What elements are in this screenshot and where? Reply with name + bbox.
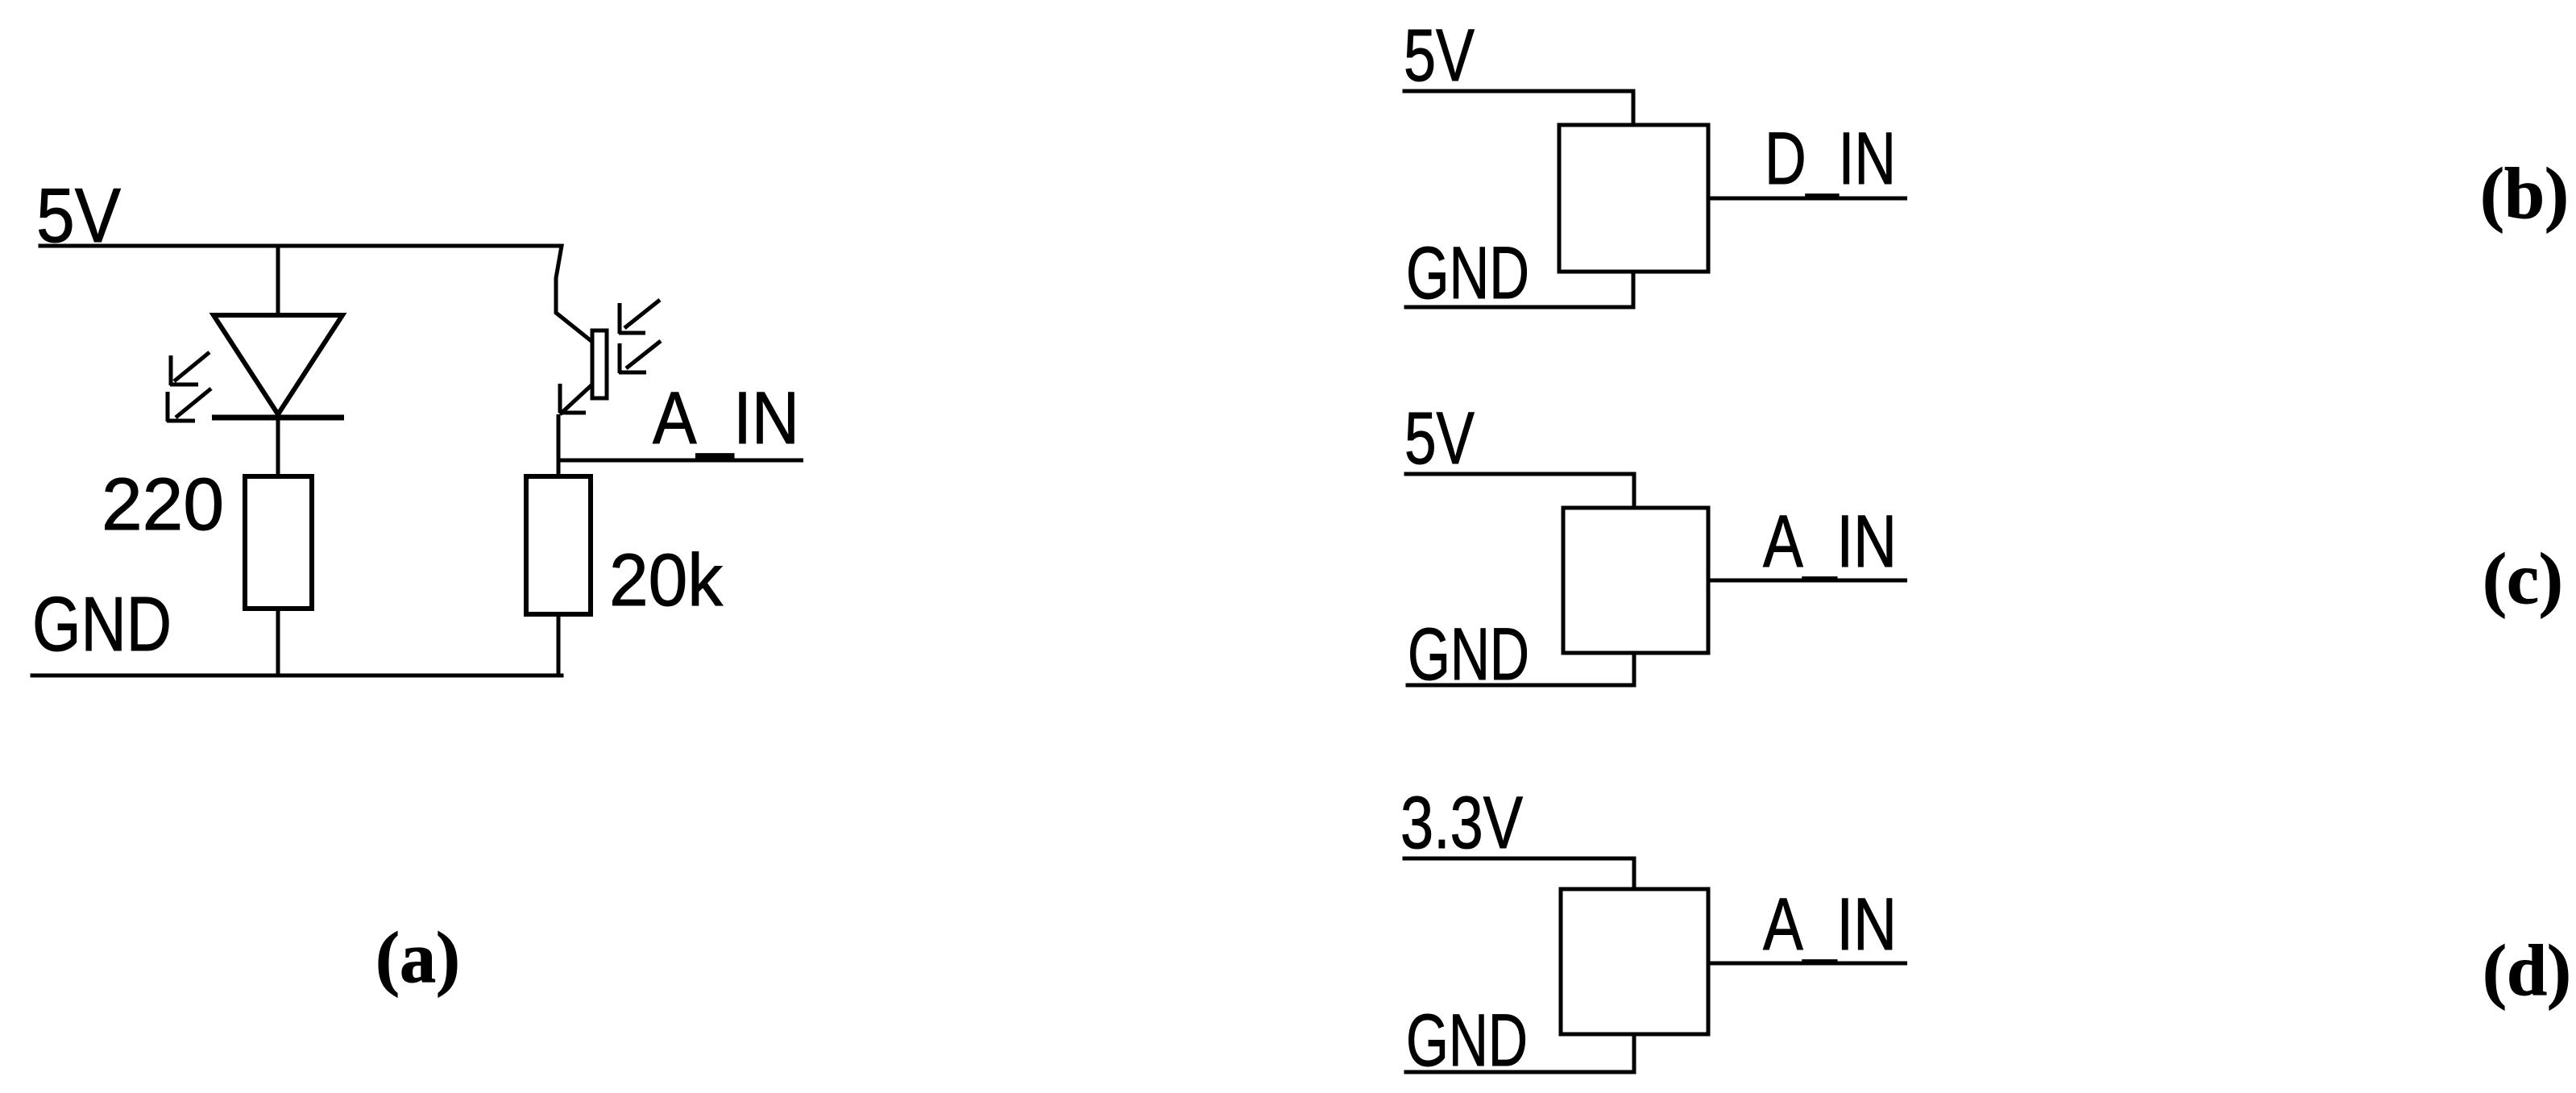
power-label-d: 3.3V <box>1400 782 1523 864</box>
incident-arrow-icon <box>617 339 662 375</box>
module-box-d <box>1558 887 1711 1037</box>
resistor-20k-symbol <box>524 474 593 617</box>
wire-3v3-rail-d <box>1402 856 1636 891</box>
circuit-d: 3.3V GND A_IN (d) <box>1400 782 2572 1083</box>
light-incident-arrows-icon <box>617 298 662 375</box>
phototransistor-emitter-arrow <box>558 383 594 416</box>
light-emission-arrows-icon <box>165 351 213 423</box>
ground-label-c: GND <box>1408 613 1529 696</box>
schematic-root: 5V GND 220 A_IN 20k (a) 5V GND D_IN (b) … <box>30 15 2572 1083</box>
wire-5v-rail-a <box>38 243 595 345</box>
emission-arrow-icon <box>168 351 211 387</box>
output-label-a: A_IN <box>653 377 799 459</box>
resistor-20k-value: 20k <box>609 539 724 621</box>
wire-gnd-rail-d <box>1404 1032 1636 1074</box>
wire-5v-rail-b <box>1402 89 1636 127</box>
panel-tag-b: (b) <box>2480 154 2569 234</box>
ground-label-a: GND <box>32 581 172 667</box>
wire-5v-rail-c <box>1404 472 1636 510</box>
incident-arrow-icon <box>617 298 662 335</box>
panel-tag-a: (a) <box>375 918 460 998</box>
ground-label-b: GND <box>1406 232 1529 314</box>
module-box-b <box>1557 123 1711 274</box>
panel-tag-d: (d) <box>2483 931 2571 1011</box>
wire-gnd-rail-c <box>1405 650 1636 688</box>
ground-label-d: GND <box>1406 999 1528 1082</box>
output-label-b: D_IN <box>1765 118 1896 200</box>
resistor-220-symbol <box>243 474 314 611</box>
power-label-b: 5V <box>1404 15 1475 97</box>
power-label-a: 5V <box>36 172 121 259</box>
resistor-220-value: 220 <box>102 463 224 546</box>
panel-tag-c: (c) <box>2483 539 2563 619</box>
module-box-c <box>1561 505 1711 655</box>
emission-arrow-icon <box>165 387 213 423</box>
phototransistor-base-bar <box>590 328 609 401</box>
circuit-c: 5V GND A_IN (c) <box>1404 397 2563 696</box>
wire-gnd-rail-b <box>1404 269 1636 310</box>
circuit-a: 5V GND 220 A_IN 20k (a) <box>30 172 803 999</box>
phototransistor-symbol <box>558 298 662 416</box>
output-label-d: A_IN <box>1763 883 1897 966</box>
circuit-b: 5V GND D_IN (b) <box>1402 15 2570 315</box>
power-label-c: 5V <box>1404 397 1475 480</box>
output-label-c: A_IN <box>1763 501 1897 583</box>
led-symbol <box>209 313 347 419</box>
